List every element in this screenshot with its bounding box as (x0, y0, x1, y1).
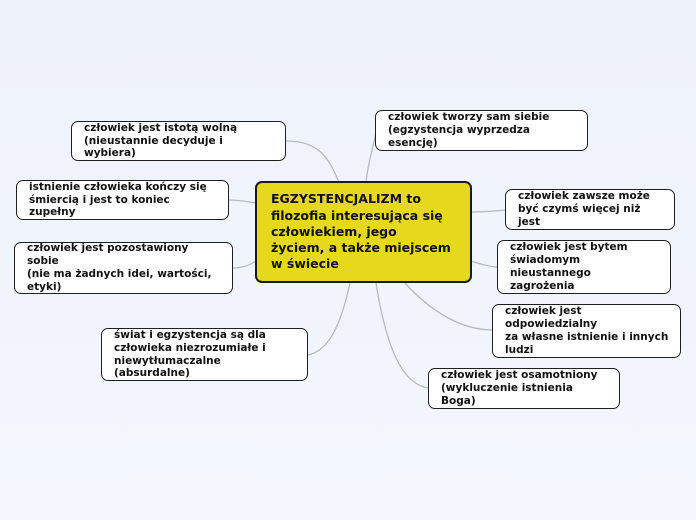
topic-t1[interactable]: człowiek jest istotą wolną (nieustannie … (71, 121, 286, 161)
topic-t9[interactable]: człowiek jest osamotniony (wykluczenie i… (428, 368, 620, 409)
topic-t7[interactable]: człowiek jest bytem świadomym nieustanne… (497, 240, 671, 294)
connector-t7 (470, 260, 499, 268)
connector-t6 (470, 209, 507, 213)
connector-t2 (227, 199, 258, 204)
connector-t3 (231, 259, 258, 269)
connector-t1 (284, 140, 341, 186)
topic-t5[interactable]: człowiek tworzy sam siebie (egzystencja … (375, 110, 588, 151)
topic-t2[interactable]: istnienie człowieka kończy się śmiercią … (16, 180, 229, 220)
topic-t6[interactable]: człowiek zawsze może być czymś więcej ni… (505, 189, 675, 230)
connector-t4 (306, 282, 351, 356)
topic-t3[interactable]: człowiek jest pozostawiony sobie (nie ma… (14, 242, 233, 294)
central-topic[interactable]: EGZYSTENCJALIZM to filozofia interesując… (255, 181, 472, 283)
topic-t4[interactable]: świat i egzystencja są dla człowieka nie… (101, 328, 308, 381)
topic-t8[interactable]: człowiek jest odpowiedzialny za własne i… (492, 304, 681, 358)
connector-t5 (365, 132, 377, 183)
connector-t8 (403, 281, 494, 331)
connector-t9 (375, 282, 430, 389)
